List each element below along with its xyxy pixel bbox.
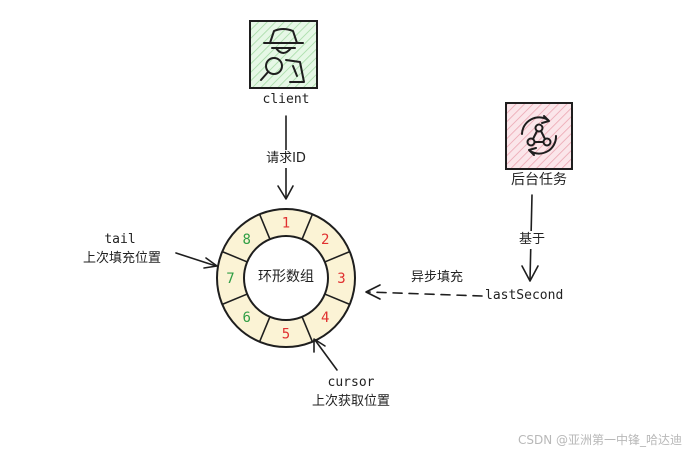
ring-slot-8: 8 (243, 232, 251, 248)
ring-slot-divider (258, 213, 271, 240)
ring-slot-6: 6 (243, 310, 251, 326)
watermark: CSDN @亚洲第一中锋_哈达迪 (517, 433, 682, 447)
ring-slot-1: 1 (282, 216, 290, 232)
ring-slot-divider (221, 250, 248, 263)
ring-slot-divider (301, 316, 314, 343)
task-to-lastsecond-arrowhead (521, 265, 539, 282)
cursor-pointer-arrow (314, 339, 338, 371)
tail-pointer-arrowhead (203, 257, 218, 269)
async-fill-label: 异步填充 (410, 270, 464, 285)
client-label: client (262, 92, 310, 107)
ring-inner-edge (243, 235, 329, 321)
ring-slot-divider (301, 213, 314, 240)
background-task-label: 后台任务 (511, 172, 567, 188)
last-second-label: lastSecond (485, 288, 564, 303)
ring-slot-5: 5 (282, 327, 290, 343)
ring-slot-7: 7 (226, 271, 234, 287)
async-fill-arrow (367, 291, 483, 297)
client-node (249, 20, 318, 89)
tail-pointer-arrow (175, 252, 217, 267)
ring-slot-divider (324, 250, 351, 263)
cursor-pointer-arrowhead (313, 338, 326, 353)
ring-slot-divider (221, 293, 248, 306)
ring-slot-4: 4 (321, 310, 329, 326)
ring-slot-3: 3 (337, 271, 345, 287)
cursor-description: 上次获取位置 (311, 394, 391, 409)
request-id-label: 请求ID (266, 150, 306, 168)
ring-slot-divider (324, 293, 351, 306)
background-task-node (505, 102, 573, 170)
ring-label: 环形数组 (258, 269, 314, 285)
ring-slot-2: 2 (321, 232, 329, 248)
based-on-label: 基于 (518, 231, 546, 249)
client-to-ring-arrowhead (277, 185, 294, 200)
ring-buffer: 1 2 3 4 5 6 7 8 (216, 208, 356, 348)
tail-label: tail (104, 232, 136, 247)
cursor-label: cursor (327, 375, 375, 390)
ring-slot-divider (258, 316, 271, 343)
cycle-network-icon (521, 115, 558, 156)
async-fill-arrowhead (365, 284, 381, 300)
detective-icon (260, 28, 305, 83)
tail-description: 上次填充位置 (82, 251, 162, 266)
